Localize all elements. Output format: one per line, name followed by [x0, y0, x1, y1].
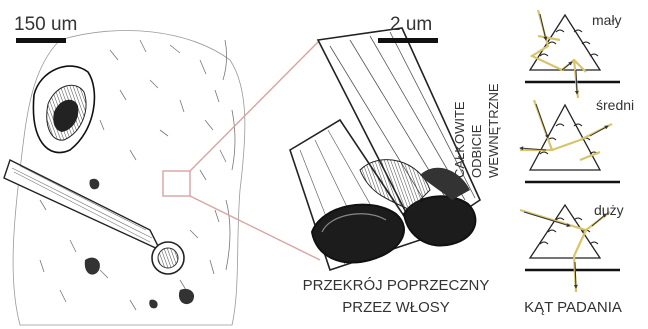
hair-prism-large-angle	[520, 205, 620, 292]
fur-surface-drawing	[4, 30, 245, 325]
angle-label-large: duży	[594, 202, 624, 218]
cross-section-caption-line1: PRZEKRÓJ POPRZECZNY	[303, 277, 490, 294]
scale-bar-middle: 2 um	[378, 14, 438, 43]
vertical-label-line3: WEWNĘTRZNE	[486, 83, 501, 178]
scale-label-middle: 2 um	[390, 14, 432, 35]
scale-label-left: 150 um	[14, 14, 77, 35]
incidence-angle-title: KĄT PADANIA	[524, 299, 622, 316]
vertical-label-line1: CAŁKOWITE	[452, 101, 467, 178]
incidence-angle-diagrams: mały średni duży KĄT PADANIA	[520, 10, 634, 316]
angle-label-small: mały	[592, 12, 622, 28]
angle-label-medium: średni	[596, 97, 634, 113]
cross-section-caption-line2: PRZEZ WŁOSY	[342, 299, 450, 316]
total-internal-reflection-label: CAŁKOWITE ODBICIE WEWNĘTRZNE	[452, 83, 501, 178]
vertical-label-line2: ODBICIE	[469, 124, 484, 178]
